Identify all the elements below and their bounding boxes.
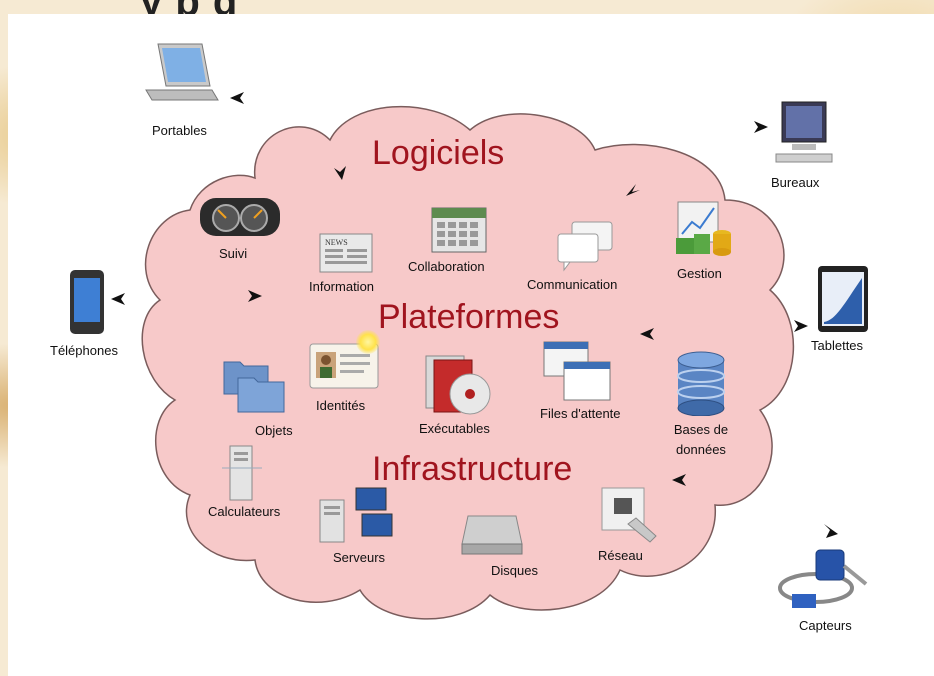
desktop-computer-icon: [775, 101, 833, 163]
disques-label: Disques: [491, 563, 538, 578]
arrow-communication: [626, 184, 640, 196]
laptop-icon: [145, 43, 219, 101]
capteurs-label: Capteurs: [799, 618, 852, 633]
communication-label: Communication: [527, 277, 618, 292]
gestion-label: Gestion: [677, 266, 722, 281]
serveurs-label: Serveurs: [333, 550, 386, 565]
identites-label: Identités: [316, 398, 366, 413]
arrow-to-telephones: [111, 293, 125, 305]
svg-text:NEWS: NEWS: [325, 238, 348, 247]
arrow-reseau-infrastructure: [672, 474, 686, 486]
layer-logiciels-label: Logiciels: [372, 134, 505, 172]
newspaper-icon: NEWS: [319, 233, 373, 273]
arrow-suivi-plateformes: [248, 290, 262, 302]
suivi-label: Suivi: [219, 246, 248, 261]
arrow-to-tablettes: [794, 320, 808, 332]
arrow-to-portables: [230, 92, 244, 104]
database-icon: [677, 351, 725, 416]
tablettes-label: Tablettes: [811, 338, 864, 353]
speech-bubbles-icon: [557, 221, 613, 272]
objets-label: Objets: [255, 423, 293, 438]
bases-donnees-label-1: Bases de: [673, 422, 729, 437]
arrow-bases-plateformes: [640, 328, 654, 340]
telephones-label: Téléphones: [50, 343, 118, 358]
layer-plateformes-label: Plateformes: [378, 298, 560, 336]
id-card-icon: [309, 343, 379, 389]
servers-icon: [319, 487, 393, 543]
cursor-highlight: [356, 330, 380, 354]
hard-disk-icon: [461, 515, 523, 555]
collaboration-label: Collaboration: [408, 259, 485, 274]
information-label: Information: [309, 279, 375, 294]
slide-title-cropped: y p g: [0, 0, 934, 14]
queue-windows-icon: [543, 341, 611, 401]
dashboard-gauge-icon: [200, 198, 280, 236]
executables-label: Exécutables: [419, 421, 490, 436]
bureaux-label: Bureaux: [771, 175, 820, 190]
arrow-into-logiciels: [334, 166, 346, 180]
finance-chart-icon: [676, 201, 731, 256]
arrow-to-bureaux: [754, 121, 768, 133]
layer-infrastructure-label: Infrastructure: [372, 450, 573, 488]
folders-icon: [223, 361, 285, 413]
portables-label: Portables: [152, 123, 207, 138]
tablet-icon: [818, 266, 868, 332]
arrow-to-capteurs: [824, 524, 838, 538]
software-package-icon: [425, 355, 491, 415]
network-jack-icon: [601, 487, 657, 543]
bases-donnees-label-2: données: [676, 442, 726, 457]
calculateurs-label: Calculateurs: [208, 504, 281, 519]
smartphone-icon: [70, 270, 104, 334]
calendar-icon: [431, 207, 487, 253]
files-attente-label: Files d'attente: [540, 406, 621, 421]
sensor-icon: [778, 549, 868, 608]
reseau-label: Réseau: [598, 548, 643, 563]
computer-tower-icon: [222, 445, 262, 501]
